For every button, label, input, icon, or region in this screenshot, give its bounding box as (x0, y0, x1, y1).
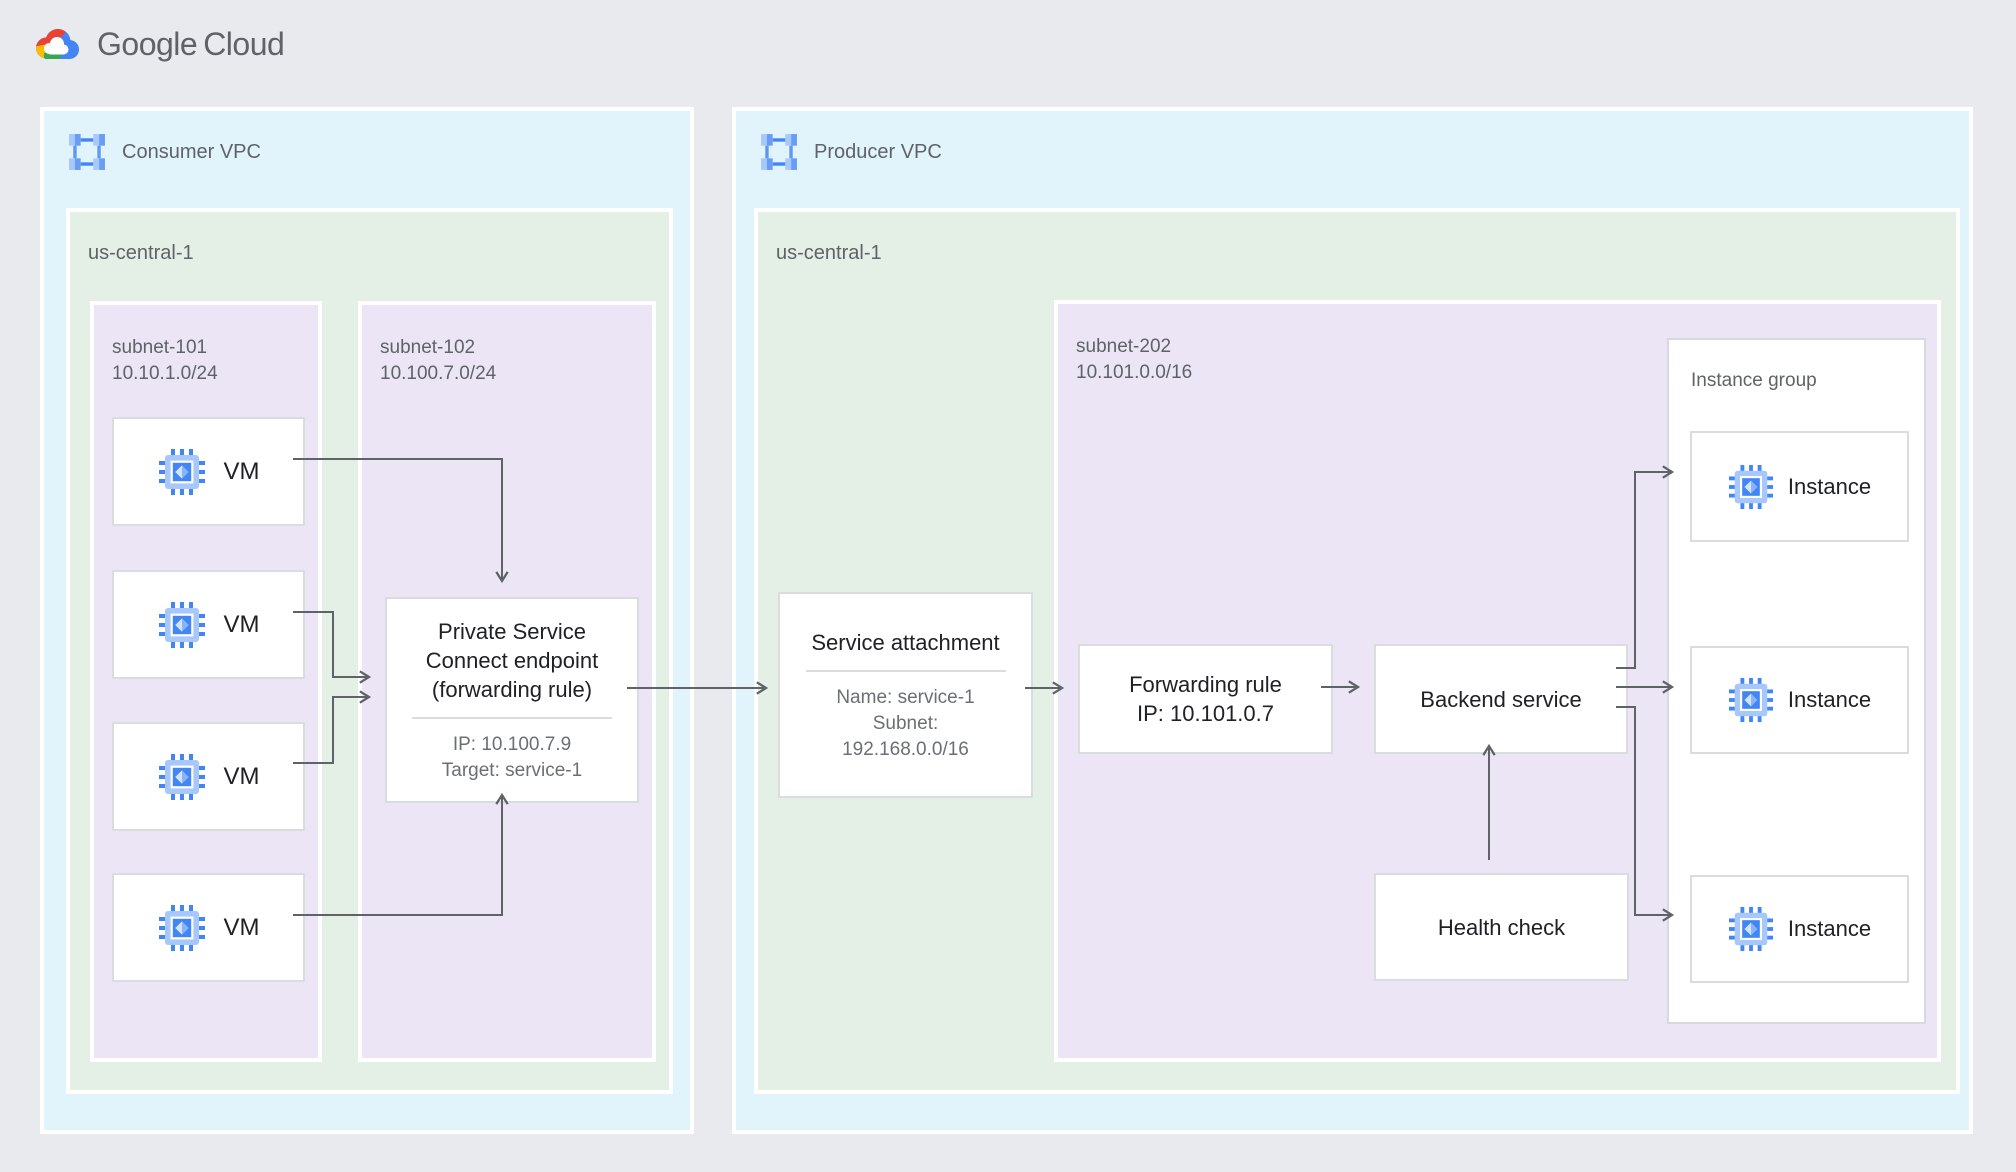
instance-group-label: Instance group (1691, 370, 1817, 391)
compute-engine-icon (158, 753, 205, 800)
consumer-vpc-label-text: Consumer VPC (122, 140, 261, 163)
forwarding-rule-title: Forwarding rule (1129, 672, 1282, 697)
consumer-vpc-box: Consumer VPC us-central-1 subnet-101 10.… (40, 107, 694, 1134)
vm-label: VM (223, 913, 260, 941)
psc-detail-ip: IP: 10.100.7.9 (452, 733, 572, 755)
service-attachment-card: Service attachment Name: service-1 Subne… (778, 592, 1033, 798)
google-cloud-logo-icon (36, 29, 79, 59)
vm-card-1: VM (112, 417, 305, 526)
instance-label: Instance (1787, 473, 1872, 499)
forwarding-rule-card: Forwarding rule IP: 10.101.0.7 (1078, 644, 1333, 754)
vm-card-3: VM (112, 722, 305, 831)
instance-label: Instance (1787, 687, 1872, 712)
subnet-102-name: subnet-102 (380, 337, 476, 358)
compute-engine-icon (1728, 906, 1773, 952)
service-attachment-title: Service attachment (811, 629, 1000, 655)
instance-card-1: Instance (1690, 431, 1909, 542)
logo-word-google: Google (97, 25, 198, 62)
subnet-202-box: subnet-202 10.101.0.0/16 Forwarding rule… (1054, 300, 1941, 1062)
psc-title-line1: Private Service (438, 618, 586, 644)
compute-engine-icon (158, 904, 205, 951)
instance-label: Instance (1787, 916, 1872, 941)
backend-service-card: Backend service (1374, 644, 1628, 754)
vpc-network-icon (69, 134, 105, 170)
psc-title-line3: (forwarding rule) (431, 676, 593, 702)
compute-engine-icon (158, 448, 205, 495)
instance-card-3: Instance (1690, 875, 1909, 983)
subnet-102-cidr: 10.100.7.0/24 (380, 363, 497, 384)
subnet-101-label: subnet-101 10.10.1.0/24 (112, 335, 218, 387)
service-attachment-subnet-label: Subnet: (872, 712, 939, 734)
producer-vpc-label-text: Producer VPC (814, 140, 942, 163)
subnet-101-box: subnet-101 10.10.1.0/24 VM VM VM V (90, 301, 322, 1062)
instance-group-box: Instance group Instance Instance Instanc… (1667, 338, 1926, 1024)
vm-card-4: VM (112, 873, 305, 982)
health-check-title: Health check (1437, 914, 1566, 940)
logo-word-cloud: Cloud (203, 25, 285, 62)
backend-service-title: Backend service (1420, 686, 1582, 712)
compute-engine-icon (158, 601, 205, 648)
producer-vpc-box: Producer VPC us-central-1 Service attach… (732, 107, 1973, 1134)
service-attachment-subnet-value: 192.168.0.0/16 (842, 738, 969, 760)
psc-title-line2: Connect endpoint (425, 647, 599, 673)
psc-endpoint-card: Private Service Connect endpoint (forwar… (385, 597, 639, 803)
subnet-202-label: subnet-202 10.101.0.0/16 (1076, 334, 1192, 386)
producer-region-label: us-central-1 (776, 242, 882, 264)
forwarding-rule-ip: IP: 10.101.0.7 (1137, 701, 1274, 726)
vm-label: VM (223, 610, 260, 638)
compute-engine-icon (1728, 464, 1773, 509)
subnet-202-name: subnet-202 (1076, 336, 1172, 357)
subnet-102-label: subnet-102 10.100.7.0/24 (380, 335, 496, 387)
card-divider (805, 669, 1006, 672)
vpc-network-icon (761, 134, 797, 170)
vm-card-2: VM (112, 570, 305, 679)
producer-vpc-label: Producer VPC (760, 133, 942, 171)
consumer-region-label: us-central-1 (88, 242, 194, 264)
card-divider (412, 716, 612, 719)
compute-engine-icon (1728, 677, 1773, 723)
psc-detail-target: Target: service-1 (441, 759, 583, 781)
producer-region-box: us-central-1 Service attachment Name: se… (754, 208, 1960, 1094)
vm-label: VM (223, 762, 260, 790)
instance-card-2: Instance (1690, 646, 1909, 754)
consumer-vpc-label: Consumer VPC (68, 133, 261, 171)
service-attachment-name: Name: service-1 (836, 686, 975, 708)
subnet-101-name: subnet-101 (112, 337, 208, 358)
vm-label: VM (223, 457, 260, 485)
subnet-102-box: subnet-102 10.100.7.0/24 Private Service… (358, 301, 656, 1062)
subnet-202-cidr: 10.101.0.0/16 (1076, 362, 1193, 383)
subnet-101-cidr: 10.10.1.0/24 (112, 363, 218, 384)
consumer-region-box: us-central-1 subnet-101 10.10.1.0/24 VM … (66, 208, 673, 1094)
health-check-card: Health check (1374, 873, 1629, 981)
